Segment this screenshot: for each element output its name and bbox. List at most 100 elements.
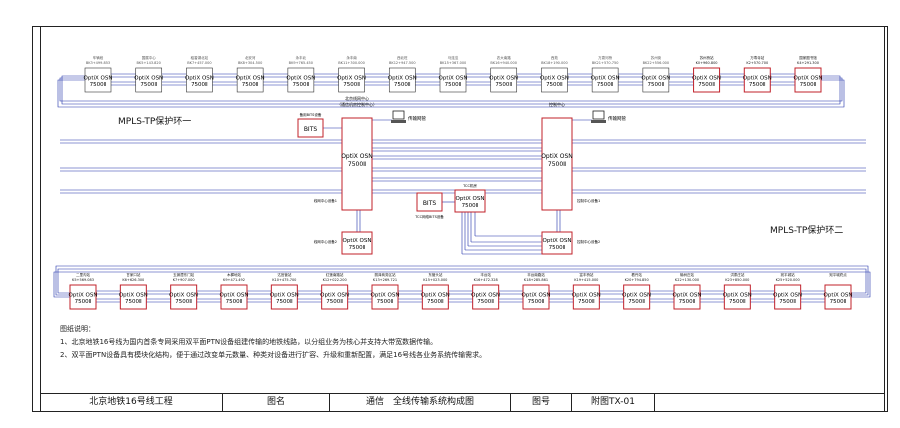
ring1-mileage: K2+570.700 — [746, 61, 768, 65]
ring2-node-sub: 7500Ⅱ — [578, 299, 595, 305]
ring1-mileage: BK16+940.000 — [490, 61, 517, 65]
right-small-sub: 7500Ⅱ — [549, 245, 566, 251]
ring2-node-box — [572, 284, 600, 310]
right-main-node[interactable]: OptiX OSN 7500Ⅱ 控制中心 控制中心设备1 — [541, 101, 600, 211]
ring1-node-sub: 7500Ⅱ — [394, 82, 411, 88]
ring2-mileage: K20+794.850 — [625, 278, 649, 282]
ring2-station-name: 富丰桥站 — [579, 272, 593, 277]
ring2-mileage: K10+475.700 — [272, 278, 296, 282]
nms-left-label: 传输网管 — [408, 115, 426, 122]
ring1-node-sub: 7500Ⅱ — [140, 82, 157, 88]
drawing-name-value: 通信 全线传输系统构成图 — [330, 394, 511, 411]
ring2-node-sub: 7500Ⅱ — [175, 299, 192, 305]
ring1-station-name: 国展中心 — [142, 55, 156, 60]
right-small-model: OptiX OSN — [543, 238, 572, 244]
ring2-node-box — [170, 284, 198, 310]
ring2-node-model: OptiX OSN — [69, 293, 98, 299]
ring2-node-model: OptiX OSN — [773, 293, 802, 299]
ring1-node-box — [541, 67, 568, 93]
mid-small-label: TCC机房 — [462, 183, 477, 188]
left-small-node[interactable]: OptiX OSN 7500Ⅱ 线网中心设备2 — [314, 231, 373, 255]
ring2-node-box — [623, 284, 651, 310]
ring1-node-model: OptiX OSN — [185, 76, 214, 82]
notes-line1: 1、北京地铁16号线为国内首条专网采用双平面PTN设备组建传输的地铁线路，以分组… — [60, 338, 438, 346]
bits-mid[interactable]: BITS TCC网络BITS设备 — [414, 192, 444, 219]
ring1-node-sub: 7500Ⅱ — [800, 82, 817, 88]
ring1-node-sub: 7500Ⅱ — [343, 82, 360, 88]
ring1-node-model: OptiX OSN — [388, 76, 417, 82]
right-main-title: 控制中心 — [549, 101, 565, 107]
ring2-node-box — [723, 284, 751, 310]
ring1-station-name: 车辆段 — [93, 55, 104, 60]
ring1-mileage: BK8+304.500 — [238, 61, 262, 65]
drawing-no-label: 图号 — [511, 394, 572, 411]
left-main-node[interactable]: OptiX OSN 7500Ⅱ 北京线网中心 （通信机房控制中心） 线网中心设备… — [314, 95, 377, 211]
left-main-title2: （通信机房控制中心） — [337, 101, 377, 107]
ring1-mileage: BK7+457.000 — [187, 61, 211, 65]
computer-icon — [591, 110, 606, 123]
ring1-mileage: BK11+300.000 — [338, 61, 365, 65]
ring2-station-name: 玉渊潭东门站 — [173, 272, 194, 277]
ring1-return-path — [61, 75, 841, 105]
ring1-node-model: OptiX OSN — [489, 76, 518, 82]
nms-right-label: 传输网管 — [608, 115, 626, 122]
ring1-mileage: BK12+947.500 — [389, 61, 416, 65]
nms-left[interactable]: 传输网管 — [391, 110, 426, 123]
mid-small-node[interactable]: OptiX OSN 7500Ⅱ TCC机房 — [454, 183, 486, 213]
ring2-node-box — [220, 284, 248, 310]
ring2-node-model: OptiX OSN — [572, 293, 601, 299]
ring1-mileage: K0+960.800 — [696, 61, 718, 65]
ring2-node-sub: 7500Ⅱ — [830, 299, 847, 305]
ring2-mileage: K25+520.000 — [776, 278, 800, 282]
ring1-node-sub: 7500Ⅱ — [597, 82, 614, 88]
ring2-node-box — [824, 284, 852, 310]
nms-right[interactable]: 传输网管 — [591, 110, 626, 123]
ring1-mileage: BK9+765.450 — [289, 61, 313, 65]
ring1-mileage: BK21+570.750 — [592, 61, 619, 65]
right-small-node[interactable]: OptiX OSN 7500Ⅱ 控制中心设备2 — [541, 231, 600, 255]
ring2-station-name: 看丹站 — [631, 272, 642, 277]
bits-left[interactable]: BITS 备用BITS设备 — [297, 112, 324, 138]
bits-mid-caption: TCC网络BITS设备 — [414, 214, 444, 219]
ring2-node-box — [522, 284, 550, 310]
ring1-node-model: OptiX OSN — [337, 76, 366, 82]
ring2-station-name: 达官营站 — [277, 272, 291, 277]
ring2-node-sub: 7500Ⅱ — [125, 299, 142, 305]
ring2-mileage: K12+022.200 — [323, 278, 347, 282]
ring2-mileage: K13+269.721 — [373, 278, 397, 282]
ring1-station-name: 万泉河桥 — [598, 55, 612, 60]
ring2-node-sub: 7500Ⅱ — [477, 299, 494, 305]
ring2-node-model: OptiX OSN — [270, 293, 299, 299]
